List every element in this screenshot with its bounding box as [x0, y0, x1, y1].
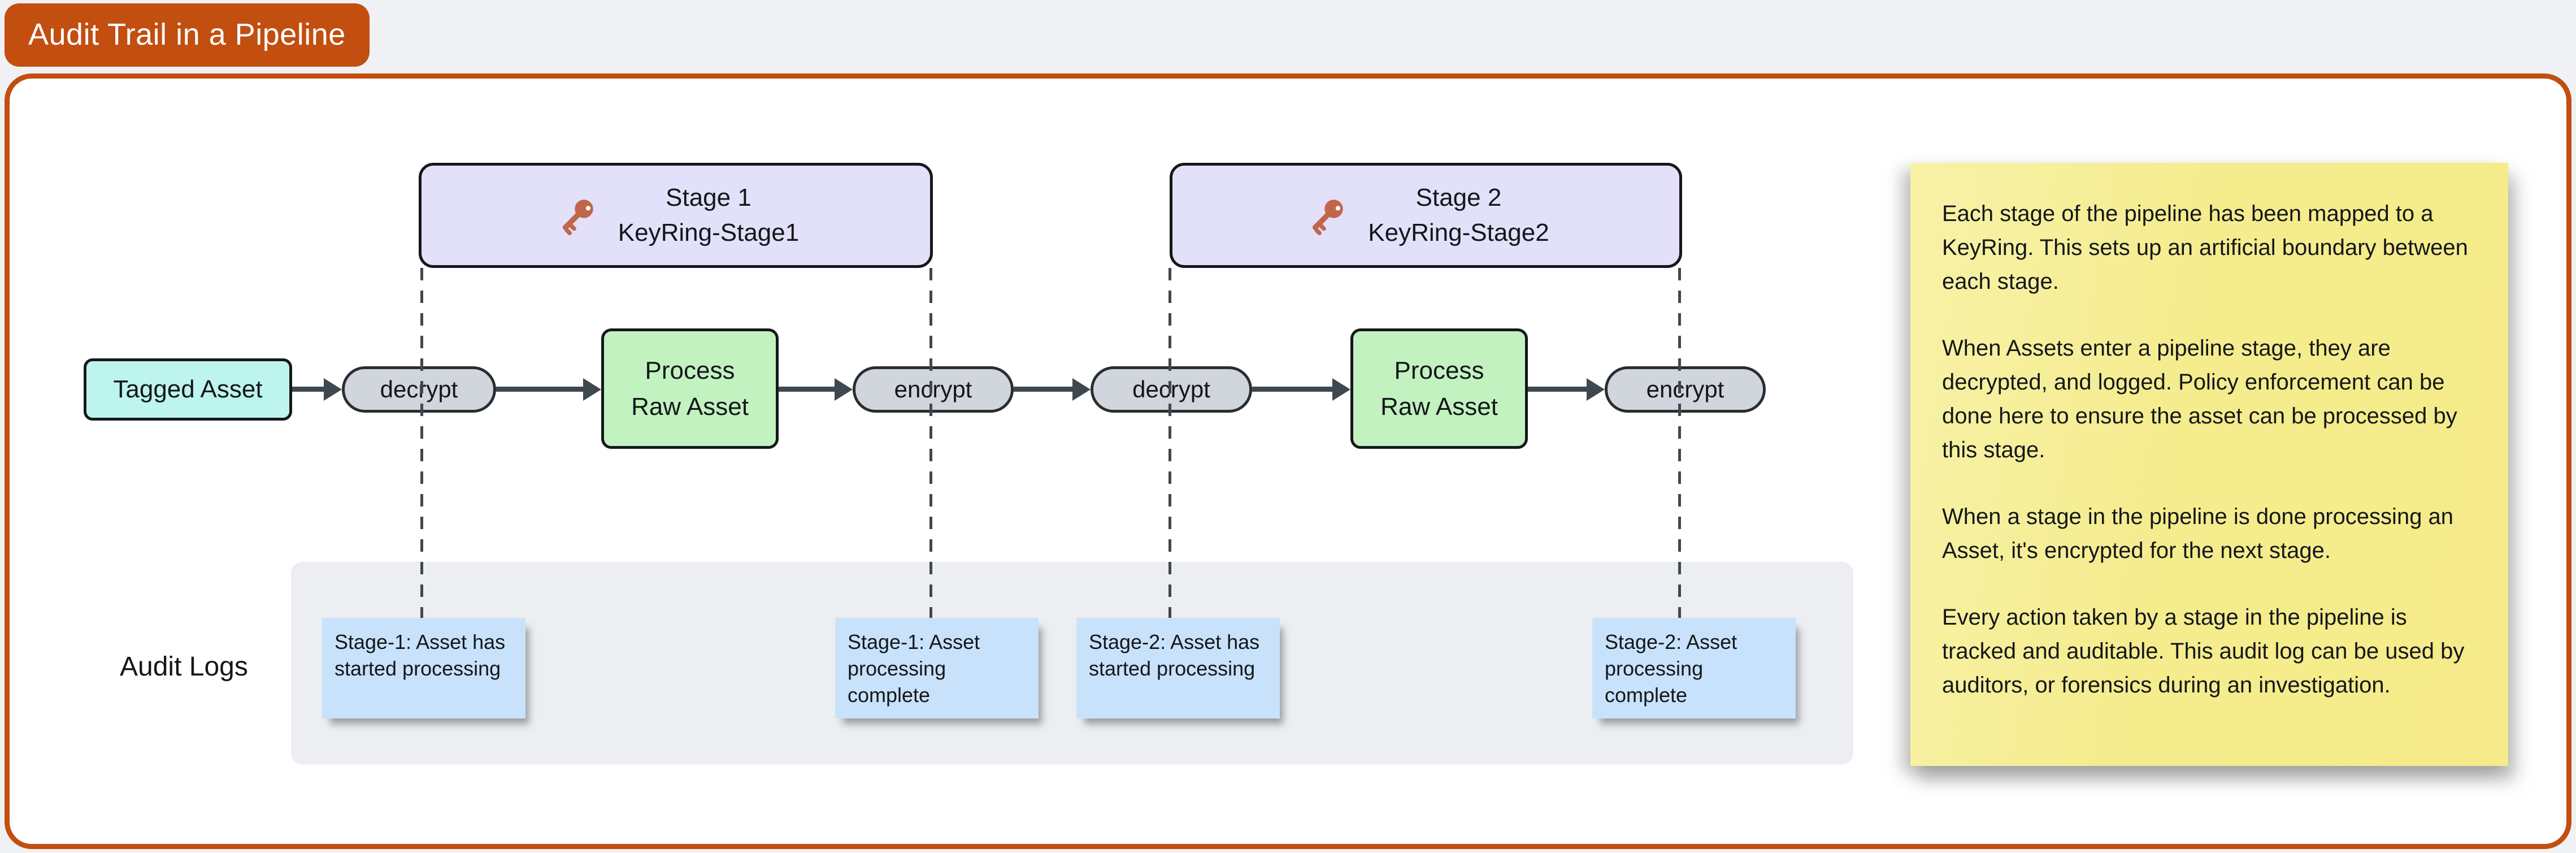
encrypt-pill-stage2: encrypt: [1605, 366, 1766, 413]
stage-2-right-boundary-line: [1678, 268, 1681, 618]
audit-log-note-2: Stage-1: Asset processing complete: [835, 618, 1039, 718]
process-label-line2: Raw Asset: [1380, 392, 1498, 421]
explanation-paragraph: When Assets enter a pipeline stage, they…: [1942, 336, 2457, 462]
process-label-line2: Raw Asset: [631, 392, 749, 421]
stage-2-keyring-box: Stage 2 KeyRing-Stage2: [1170, 163, 1682, 268]
explanation-paragraph: When a stage in the pipeline is done pro…: [1942, 504, 2454, 563]
stage-keyring-name: KeyRing-Stage2: [1368, 219, 1549, 246]
key-icon: [562, 200, 593, 236]
flow-arrow: [1014, 378, 1091, 401]
tagged-asset-node: Tagged Asset: [84, 358, 292, 421]
explanation-paragraph: Every action taken by a stage in the pip…: [1942, 605, 2465, 698]
stage-title: Stage 1: [666, 183, 751, 211]
decrypt-pill-stage1: decrypt: [342, 366, 496, 413]
decrypt-pill-stage2: decrypt: [1091, 366, 1252, 413]
flow-arrow: [292, 378, 342, 401]
stage-2-left-boundary-line: [1168, 268, 1171, 618]
stage-1-keyring-box: Stage 1 KeyRing-Stage1: [419, 163, 933, 268]
process-raw-asset-node-stage1: Process Raw Asset: [601, 328, 779, 449]
audit-log-note-4: Stage-2: Asset processing complete: [1592, 618, 1796, 718]
stage-1-left-boundary-line: [420, 268, 423, 618]
explanation-paragraph: Each stage of the pipeline has been mapp…: [1942, 201, 2468, 294]
arrowhead-icon: [1332, 378, 1350, 401]
stage-title: Stage 2: [1415, 183, 1502, 211]
stage-1-right-boundary-line: [929, 268, 932, 618]
arrowhead-icon: [835, 378, 853, 401]
flow-arrow: [496, 378, 601, 401]
audit-log-note-1: Stage-1: Asset has started processing: [322, 618, 525, 718]
audit-log-note-3: Stage-2: Asset has started processing: [1076, 618, 1280, 718]
arrowhead-icon: [324, 378, 342, 401]
flow-arrow: [1528, 378, 1605, 401]
key-icon: [1313, 200, 1344, 236]
flow-arrow: [779, 378, 853, 401]
explanation-note: Each stage of the pipeline has been mapp…: [1910, 163, 2508, 766]
audit-logs-label: Audit Logs: [120, 652, 248, 682]
arrowhead-icon: [583, 378, 601, 401]
process-raw-asset-node-stage2: Process Raw Asset: [1350, 328, 1528, 449]
diagram-title-badge: Audit Trail in a Pipeline: [5, 3, 370, 67]
process-label-line1: Process: [1394, 356, 1484, 384]
encrypt-pill-stage1: encrypt: [853, 366, 1014, 413]
arrowhead-icon: [1587, 378, 1605, 401]
process-label-line1: Process: [645, 356, 735, 384]
flow-arrow: [1252, 378, 1350, 401]
arrowhead-icon: [1072, 378, 1091, 401]
stage-keyring-name: KeyRing-Stage1: [618, 219, 800, 246]
